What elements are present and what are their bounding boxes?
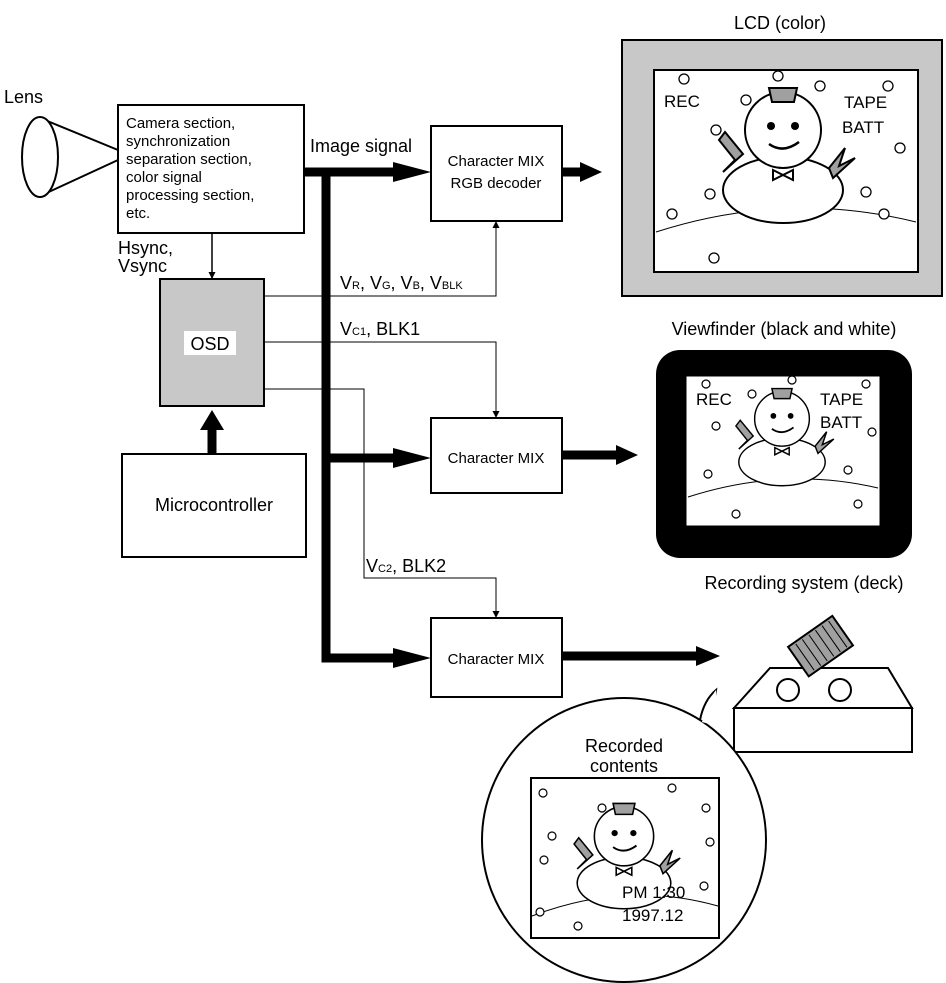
lcd-batt: BATT: [842, 118, 884, 137]
lcd-tape: TAPE: [844, 93, 887, 112]
rgb-signal-label: VR, VG, VB, VBLK: [340, 273, 463, 293]
camera-block-line-3: separation section,: [126, 151, 252, 168]
osd-label: OSD: [190, 334, 229, 354]
vc1-signal-label: VC1, BLK1: [340, 319, 420, 339]
mix1-line-2: RGB decoder: [451, 175, 542, 192]
image-signal-label: Image signal: [310, 136, 412, 156]
microcontroller-to-osd-arrow: [200, 410, 224, 454]
vc1-signal-line: [264, 341, 500, 418]
lcd-screen: [621, 39, 943, 297]
viewfinder-rec: REC: [696, 390, 732, 409]
microcontroller-block: [121, 453, 307, 558]
camera-block-line-5: processing section,: [126, 187, 254, 204]
camera-block-line-2: synchronization: [126, 133, 230, 150]
character-mix-viewfinder-block: [430, 417, 563, 494]
rgb-signal-line: [264, 221, 500, 297]
camera-block-line-4: color signal: [126, 169, 202, 186]
viewfinder-tape: TAPE: [820, 390, 863, 409]
recorded-contents-bubble: [481, 687, 767, 983]
viewfinder-batt: BATT: [820, 413, 862, 432]
lens-icon: [21, 116, 119, 198]
sync-label-line-1: Hsync,: [118, 238, 173, 258]
deck-title: Recording system (deck): [704, 573, 903, 593]
lcd-title: LCD (color): [734, 13, 826, 33]
deck-icon: [731, 614, 914, 753]
camera-block-line-1: Camera section,: [126, 115, 235, 132]
image-signal-bus: [304, 162, 431, 668]
camera-block-line-6: etc.: [126, 205, 150, 222]
recorded-time: PM 1:30: [622, 883, 685, 902]
recorded-label-line-2: contents: [590, 756, 658, 776]
recorded-date: 1997.12: [622, 906, 683, 925]
mix1-output-arrow: [562, 162, 602, 182]
mix1-line-1: Character MIX: [448, 153, 545, 170]
mix2-output-arrow: [562, 445, 638, 465]
camera-section-block: [117, 104, 305, 234]
osd-label-bg: [184, 331, 236, 355]
vc2-signal-line: [264, 388, 500, 618]
vc2-signal-label: VC2, BLK2: [366, 556, 446, 576]
mix3-output-arrow: [562, 646, 720, 666]
viewfinder-title: Viewfinder (black and white): [672, 319, 897, 339]
recorded-label-line-1: Recorded: [585, 736, 663, 756]
sync-label-line-2: Vsync: [118, 256, 167, 276]
viewfinder-screen: [656, 350, 912, 558]
character-mix-rgb-block: [430, 125, 563, 222]
mix2-label: Character MIX: [448, 450, 545, 467]
mix3-label: Character MIX: [448, 651, 545, 668]
lens-label: Lens: [4, 87, 43, 107]
lcd-rec: REC: [664, 92, 700, 111]
microcontroller-label: Microcontroller: [155, 495, 273, 515]
